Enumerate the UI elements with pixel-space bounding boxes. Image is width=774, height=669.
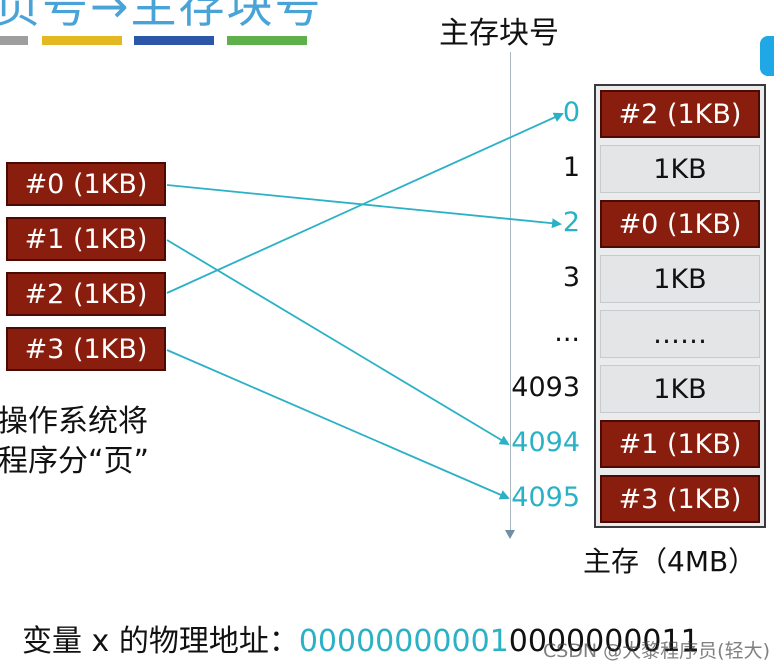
memory-block-0: #2 (1KB) <box>600 90 760 138</box>
physical-address-offset-bits: 0000000011 <box>508 624 700 659</box>
memory-block-4095: #3 (1KB) <box>600 475 760 523</box>
program-page-0: #0 (1KB) <box>6 162 166 206</box>
block-number-3: 3 <box>562 262 580 293</box>
block-number-ellipsis: ... <box>554 317 580 348</box>
block-number-axis-title: 主存块号 <box>439 16 559 51</box>
physical-address-block-bits: 00000000001 <box>298 624 509 659</box>
memory-block-4093: 1KB <box>600 365 760 413</box>
block-number-2: 2 <box>562 207 580 238</box>
block-number-0: 0 <box>562 97 580 128</box>
memory-block-4094: #1 (1KB) <box>600 420 760 468</box>
arrow-page2-to-block0 <box>166 112 564 294</box>
legend-bar-yellow <box>42 36 122 45</box>
watermark: CSDN @大黎程序员(轻大) <box>542 640 770 662</box>
memory-block-1: 1KB <box>600 145 760 193</box>
legend-bar-gray <box>0 36 28 45</box>
legend-bar-blue <box>134 36 214 45</box>
block-number-4093: 4093 <box>511 372 580 403</box>
side-tab[interactable] <box>760 36 774 76</box>
block-number-1: 1 <box>562 152 580 183</box>
os-paging-note: 操作系统将 程序分“页” <box>0 402 149 482</box>
os-note-line1: 操作系统将 <box>0 404 148 439</box>
page-title-fragment: 页号→主存块号 <box>0 0 323 33</box>
legend-bar-green <box>227 36 307 45</box>
os-note-line2: 程序分“页” <box>0 444 150 479</box>
physical-address-label: 变量 x 的物理地址： <box>22 624 299 659</box>
block-number-4094: 4094 <box>511 427 580 458</box>
axis-arrow-icon <box>505 530 515 539</box>
arrow-page1-to-block4094 <box>166 239 510 446</box>
memory-block-3: 1KB <box>600 255 760 303</box>
program-page-3: #3 (1KB) <box>6 327 166 371</box>
physical-address-line: 变量 x 的物理地址：000000000010000000011 <box>22 616 700 660</box>
program-page-1: #1 (1KB) <box>6 217 166 261</box>
block-number-4095: 4095 <box>511 482 580 513</box>
block-number-axis <box>510 52 511 534</box>
program-page-2: #2 (1KB) <box>6 272 166 316</box>
memory-block-2: #0 (1KB) <box>600 200 760 248</box>
memory-block-ellipsis: …… <box>600 310 760 358</box>
arrow-page3-to-block4095 <box>166 349 510 500</box>
main-memory-caption: 主存（4MB） <box>583 545 757 578</box>
